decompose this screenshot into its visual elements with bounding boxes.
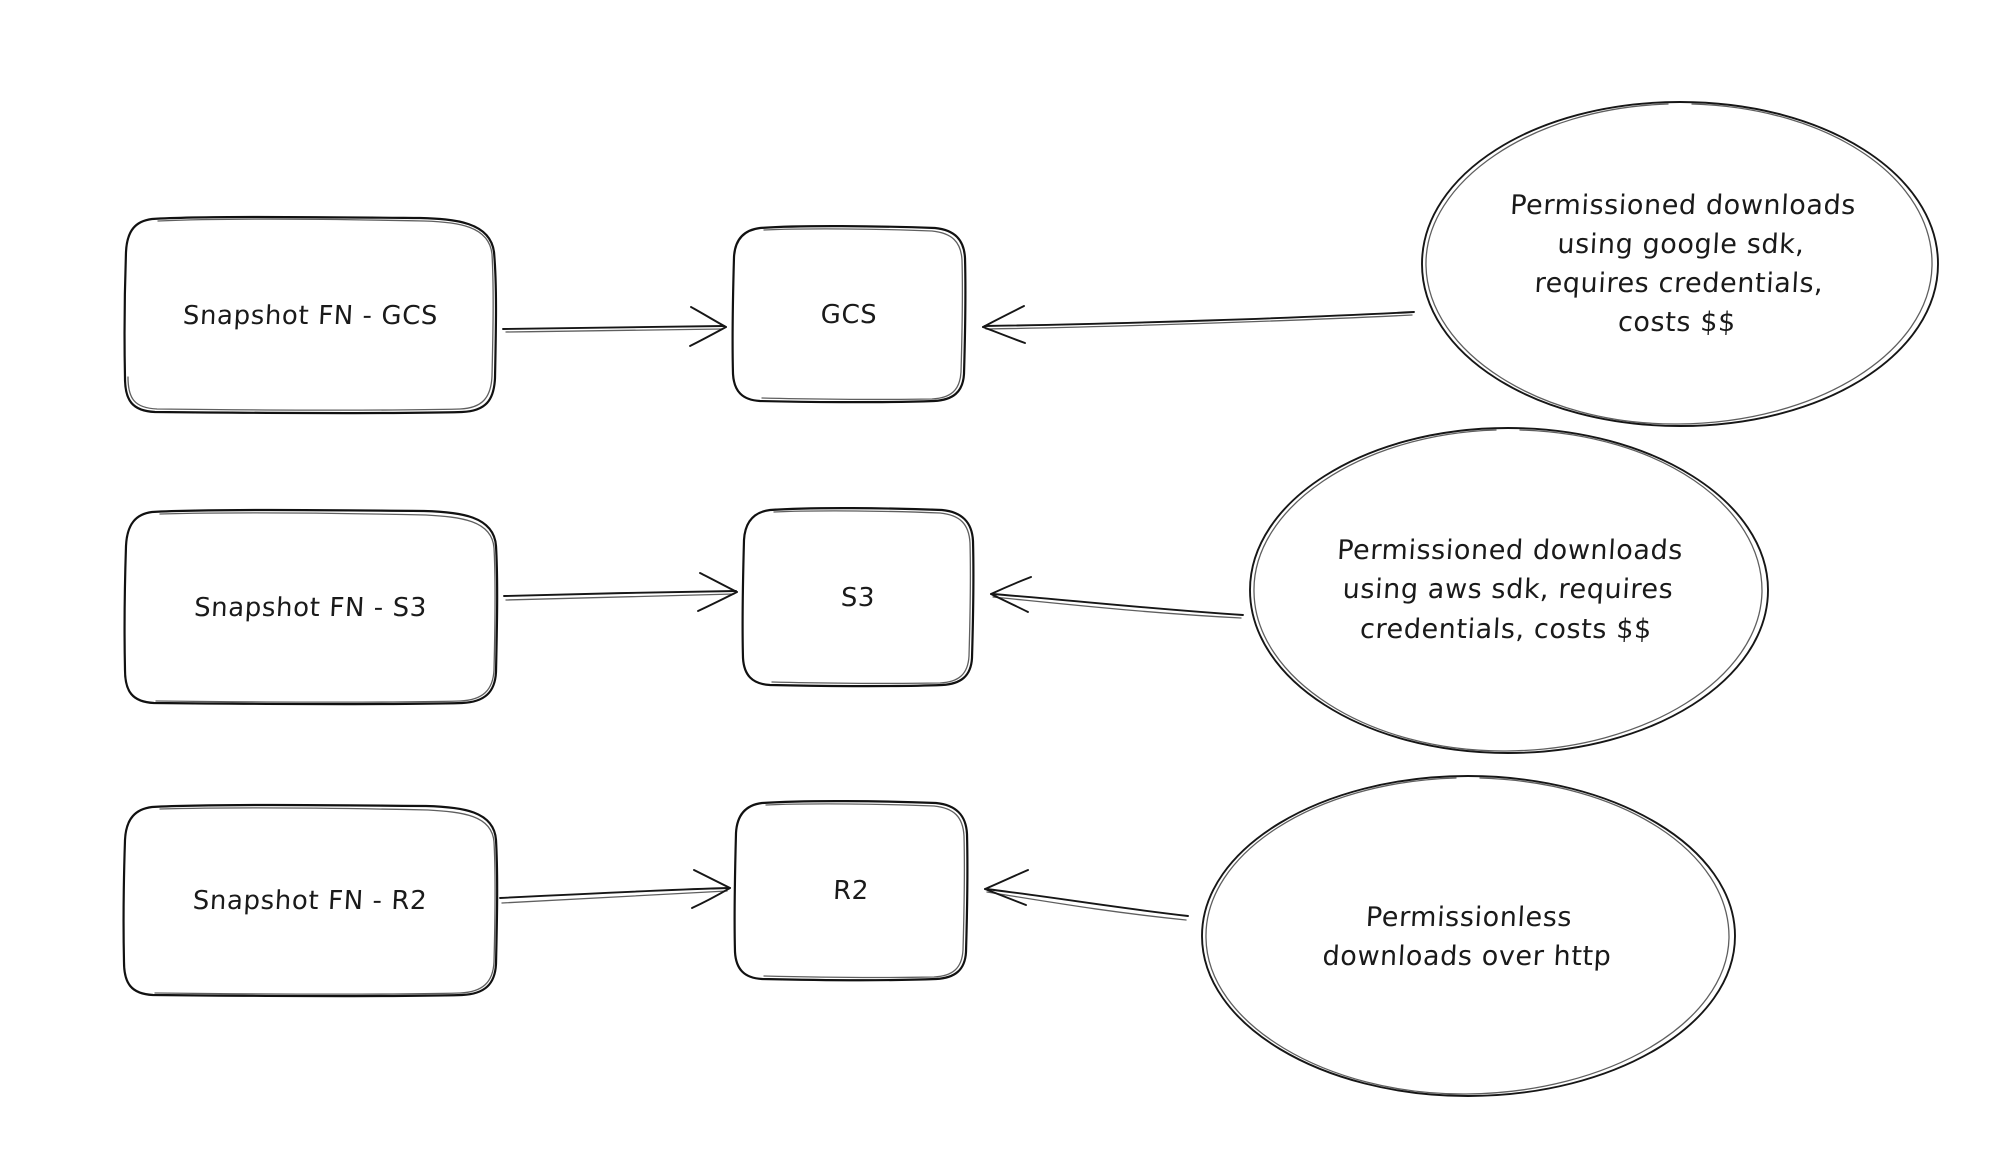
shape-source-box-r2[interactable] bbox=[122, 803, 499, 998]
shape-source-box-gcs[interactable] bbox=[123, 215, 498, 415]
arrow-source-to-store-gcs bbox=[502, 306, 727, 347]
arrow-source-to-store-s3 bbox=[503, 572, 738, 612]
shape-source-box-s3[interactable] bbox=[123, 508, 499, 706]
shape-note-ellipse-s3[interactable] bbox=[1249, 427, 1769, 754]
shape-store-box-r2[interactable] bbox=[733, 800, 969, 982]
arrow-note-to-store-r2 bbox=[984, 869, 1189, 921]
arrow-source-to-store-r2 bbox=[499, 869, 731, 909]
shape-store-box-s3[interactable] bbox=[741, 507, 975, 688]
shape-note-ellipse-r2[interactable] bbox=[1201, 775, 1736, 1097]
shape-note-ellipse-gcs[interactable] bbox=[1421, 101, 1939, 427]
shape-store-box-gcs[interactable] bbox=[731, 225, 967, 404]
arrow-note-to-store-s3 bbox=[990, 576, 1244, 619]
arrow-note-to-store-gcs bbox=[982, 305, 1415, 344]
